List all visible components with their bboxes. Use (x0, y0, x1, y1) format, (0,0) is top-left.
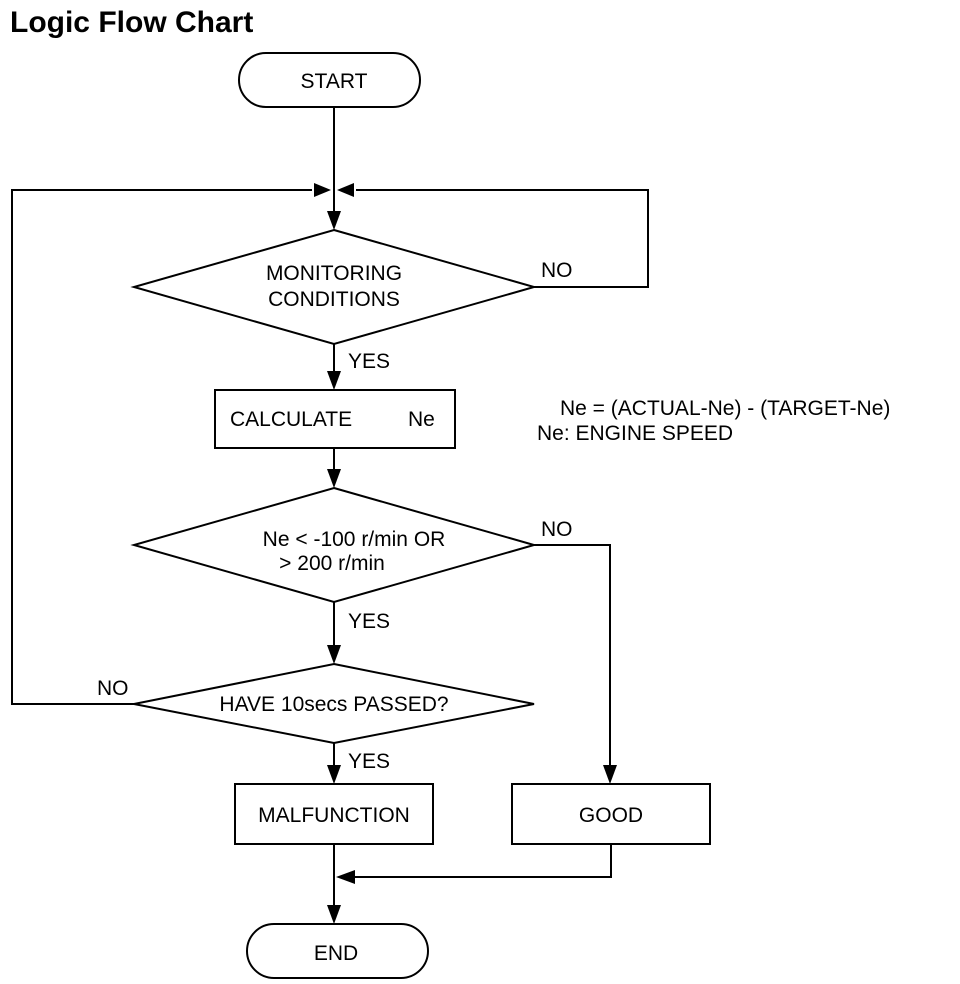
arrowhead-right-loop (337, 183, 354, 197)
monitoring-yes-label: YES (348, 350, 390, 373)
threshold-label-line1: Ne < -100 r/min OR (263, 528, 446, 551)
malfunction-box (234, 783, 434, 845)
arrowhead-good-merge (336, 870, 355, 884)
end-terminator (246, 923, 429, 979)
good-box (511, 783, 711, 845)
arrowhead-to-malfunction (327, 765, 341, 784)
connector-monitoring-no-loop (356, 189, 649, 288)
start-terminator (238, 52, 421, 108)
arrowhead-to-good (603, 765, 617, 784)
end-label: END (314, 942, 358, 965)
monitoring-no-label: NO (541, 259, 573, 282)
definition-note: Ne: ENGINE SPEED (537, 422, 733, 445)
arrowhead-to-monitoring (327, 211, 341, 230)
arrowhead-left-loop (314, 183, 331, 197)
monitoring-label-line2: CONDITIONS (268, 288, 400, 311)
calculate-label: CALCULATE (230, 408, 352, 431)
threshold-yes-label: YES (348, 610, 390, 633)
formula-note: Ne = (ACTUAL-Ne) - (TARGET-Ne) (560, 397, 890, 420)
threshold-no-label: NO (541, 518, 573, 541)
time-yes-label: YES (348, 750, 390, 773)
monitoring-label-line1: MONITORING (266, 262, 402, 285)
arrowhead-to-end (327, 905, 341, 924)
threshold-label-line2: > 200 r/min (279, 552, 385, 575)
arrowhead-to-threshold (327, 469, 341, 488)
chart-title: Logic Flow Chart (10, 6, 253, 39)
arrowhead-to-calculate (327, 371, 341, 390)
calculate-variable: Ne (408, 408, 435, 431)
start-label: START (301, 70, 368, 93)
time-check-label: HAVE 10secs PASSED? (219, 693, 448, 716)
malfunction-label: MALFUNCTION (258, 804, 410, 827)
connector-threshold-no (534, 544, 611, 766)
monitoring-conditions-decision (130, 228, 538, 346)
arrowhead-to-time-check (327, 645, 341, 664)
time-no-label: NO (97, 677, 129, 700)
good-label: GOOD (579, 804, 643, 827)
connector-time-no-loop (11, 189, 312, 705)
connector-good-merge (354, 844, 612, 878)
